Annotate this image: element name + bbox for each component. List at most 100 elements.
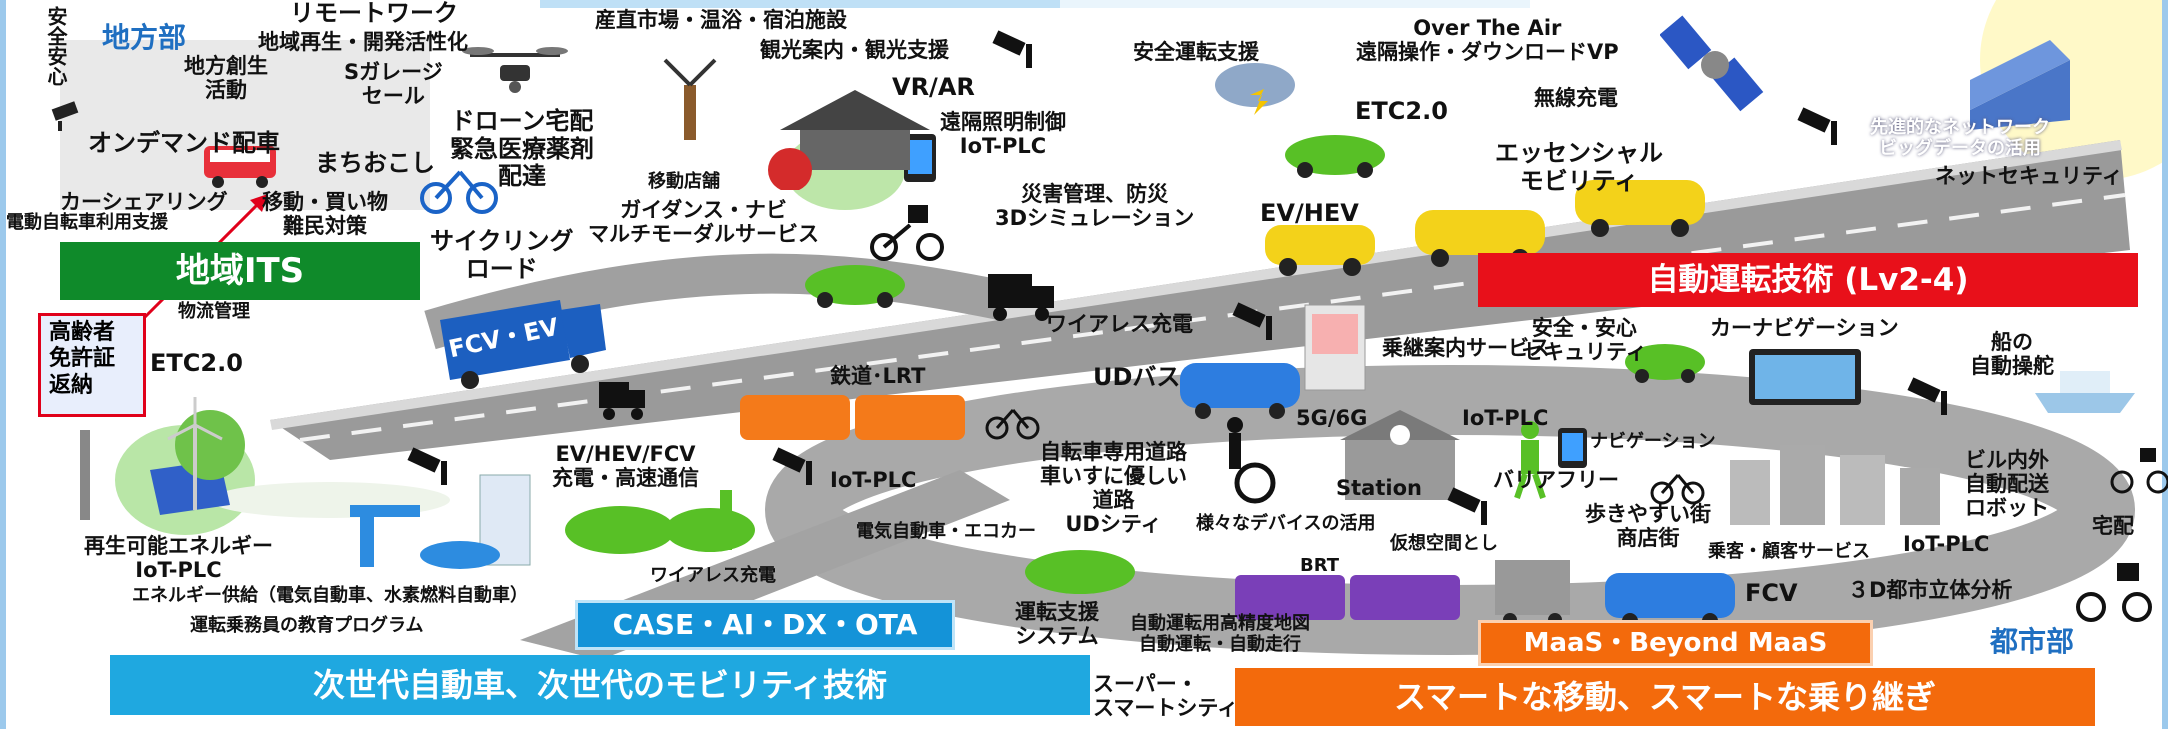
ev-charge-label: EV/HEV/FCV 充電・高速通信	[552, 442, 699, 491]
sun-glow	[1980, 0, 2168, 180]
tablet-icon	[904, 134, 936, 182]
drive-assist-label: 運転支援 システム	[1015, 600, 1099, 649]
bigdata-label: 先進的なネットワーク ビッグデータの活用	[1870, 117, 2050, 159]
callout-line: 免許証	[49, 346, 116, 372]
safety-label: 安全安心	[44, 6, 68, 86]
delivery-bike-icon	[870, 205, 944, 261]
truck-icon	[440, 300, 606, 389]
essential-mobility-label: エッセンシャル モビリティ	[1495, 139, 1663, 195]
safe-driving-label: 安全運転支援	[1133, 40, 1259, 64]
vr-ar-label: VR/AR	[892, 73, 975, 101]
case-label: CASE・AI・DX・OTA	[612, 608, 918, 641]
navigation-label: ナビゲーション	[1590, 431, 1716, 452]
etc-left-label: ETC2.0	[150, 349, 243, 377]
maas-band: MaaS・Beyond MaaS	[1478, 620, 1873, 666]
bicycle-icon	[420, 170, 498, 214]
ship-icon	[2035, 371, 2135, 413]
transfer-guide-label: 乗継案内サービス	[1382, 336, 1550, 360]
brt-bus-icon	[1235, 575, 1460, 620]
smart-move-band: スマートな移動、スマートな乗り継ぎ	[1235, 668, 2095, 726]
autonomous-driving-band: 自動運転技術 (Lv2-4)	[1478, 253, 2138, 307]
wireless-charge-mid-label: ワイアレス充電	[1046, 312, 1193, 336]
smart-move-label: スマートな移動、スマートな乗り継ぎ	[1393, 678, 1937, 716]
storm-cloud-icon	[1215, 63, 1295, 115]
bike-lane-label: 自転車専用道路 車いすに優しい 道路 UDシティ	[1040, 440, 1187, 537]
cctv-camera-icon	[1232, 302, 1272, 340]
logistics-label: 物流管理	[178, 301, 250, 322]
car-icon	[1265, 225, 1375, 276]
station-label: Station	[1336, 476, 1422, 500]
regional-regen-label: 地域再生・開発活性化	[258, 30, 468, 54]
car-sharing-label: カーシェアリング	[60, 190, 228, 214]
cctv-camera-icon	[992, 30, 1032, 68]
building-icon	[1970, 40, 2070, 130]
safety-security-label: 安全・安心 セキュリティ	[1522, 316, 1647, 365]
car-icon	[1625, 344, 1705, 383]
ev-ecocar-label: 電気自動車・エコカー	[856, 521, 1036, 542]
renewable-label: 再生可能エネルギー IoT-PLC	[84, 534, 273, 583]
cctv-camera-icon	[772, 447, 812, 485]
building-delivery-label: ビル内外 自動配送 ロボット	[1965, 448, 2049, 521]
local-region-title: 地方部	[102, 21, 187, 54]
cctv-camera-icon	[51, 101, 79, 131]
mobility-shopping-label: 移動・買い物 難民対策	[262, 190, 388, 239]
bicycle-icon	[985, 409, 1040, 440]
city-3d-label: ３D都市立体分析	[1848, 578, 2013, 602]
net-security-label: ネットセキュリティ	[1935, 164, 2123, 188]
car-navi-label: カーナビゲーション	[1710, 316, 1899, 340]
callout-line: 返納	[49, 372, 94, 398]
charging-station-icon	[350, 474, 531, 569]
bus-icon	[204, 146, 276, 188]
devices-label: 様々なデバイスの活用	[1196, 513, 1376, 534]
remote-work-label: リモートワーク	[290, 0, 458, 27]
town-revival-label: まちおこし	[315, 149, 435, 177]
maas-label: MaaS・Beyond MaaS	[1523, 628, 1828, 658]
tablet-icon	[1558, 428, 1587, 468]
rail-lrt-label: 鉄道･LRT	[830, 364, 926, 388]
passenger-service-label: 乗客・顧客サービス	[1708, 541, 1870, 562]
etc-top-label: ETC2.0	[1355, 97, 1448, 125]
brt-label: BRT	[1300, 555, 1340, 576]
wireless-charge-top-label: 無線充電	[1534, 86, 1618, 110]
cctv-camera-icon	[1797, 107, 1837, 145]
delivery-bike-icon	[2076, 563, 2152, 622]
ud-bus-label: UDバス	[1093, 363, 1181, 391]
ship-label: 船の 自動操舵	[1970, 330, 2054, 379]
regional-its-label: 地域ITS	[175, 251, 305, 291]
upper-road	[424, 253, 1004, 350]
guidance-label: ガイダンス・ナビ マルチモーダルサービス	[588, 198, 819, 247]
next-gen-label: 次世代自動車、次世代のモビリティ技術	[312, 666, 888, 704]
drone-delivery-label: ドローン宅配 緊急医療薬剤 配達	[450, 107, 594, 191]
drone-icon	[462, 47, 568, 93]
autonomous-driving-label: 自動運転技術 (Lv2-4)	[1647, 262, 1969, 298]
elderly-license-callout: 高齢者 免許証 返納	[38, 313, 146, 417]
direct-market-label: 産直市場・温浴・宿泊施設	[595, 8, 847, 32]
case-band: CASE・AI・DX・OTA	[575, 600, 955, 650]
mobile-store-icon	[1495, 560, 1570, 627]
tram-icon	[740, 395, 965, 440]
urban-region-title: 都市部	[1990, 625, 2075, 658]
cctv-camera-icon	[1907, 377, 1947, 415]
on-demand-label: オンデマンド配車	[88, 129, 280, 157]
callout-line: 高齢者	[49, 320, 116, 345]
hd-map-label: 自動運転用高精度地図 自動運転・自動走行	[1130, 613, 1310, 655]
windmill-icon	[663, 58, 717, 140]
wheelchair-icon	[1227, 417, 1276, 504]
top-accent-bar	[540, 0, 1060, 8]
wireless-charge-bottom-label: ワイアレス充電	[650, 565, 776, 586]
car-navigation-icon	[1749, 349, 1861, 405]
disaster-label: 災害管理、防災 3Dシミュレーション	[995, 182, 1195, 231]
driver-training-label: 運転乗務員の教育プログラム	[190, 615, 424, 636]
tourism-label: 観光案内・観光支援	[760, 38, 949, 62]
fcv-label: FCV	[1745, 579, 1798, 607]
s-garage-label: Sガレージ セール	[344, 60, 443, 109]
station-building-icon	[1340, 410, 1460, 500]
iot-plc-mid-label: IoT-PLC	[830, 468, 917, 492]
car-icon	[805, 265, 905, 308]
cctv-camera-icon	[1447, 487, 1487, 525]
walkable-label: 歩きやすい街 商店街	[1585, 502, 1711, 551]
bus-icon	[1180, 363, 1300, 419]
virtual-space-label: 仮想空間とし	[1390, 533, 1498, 554]
